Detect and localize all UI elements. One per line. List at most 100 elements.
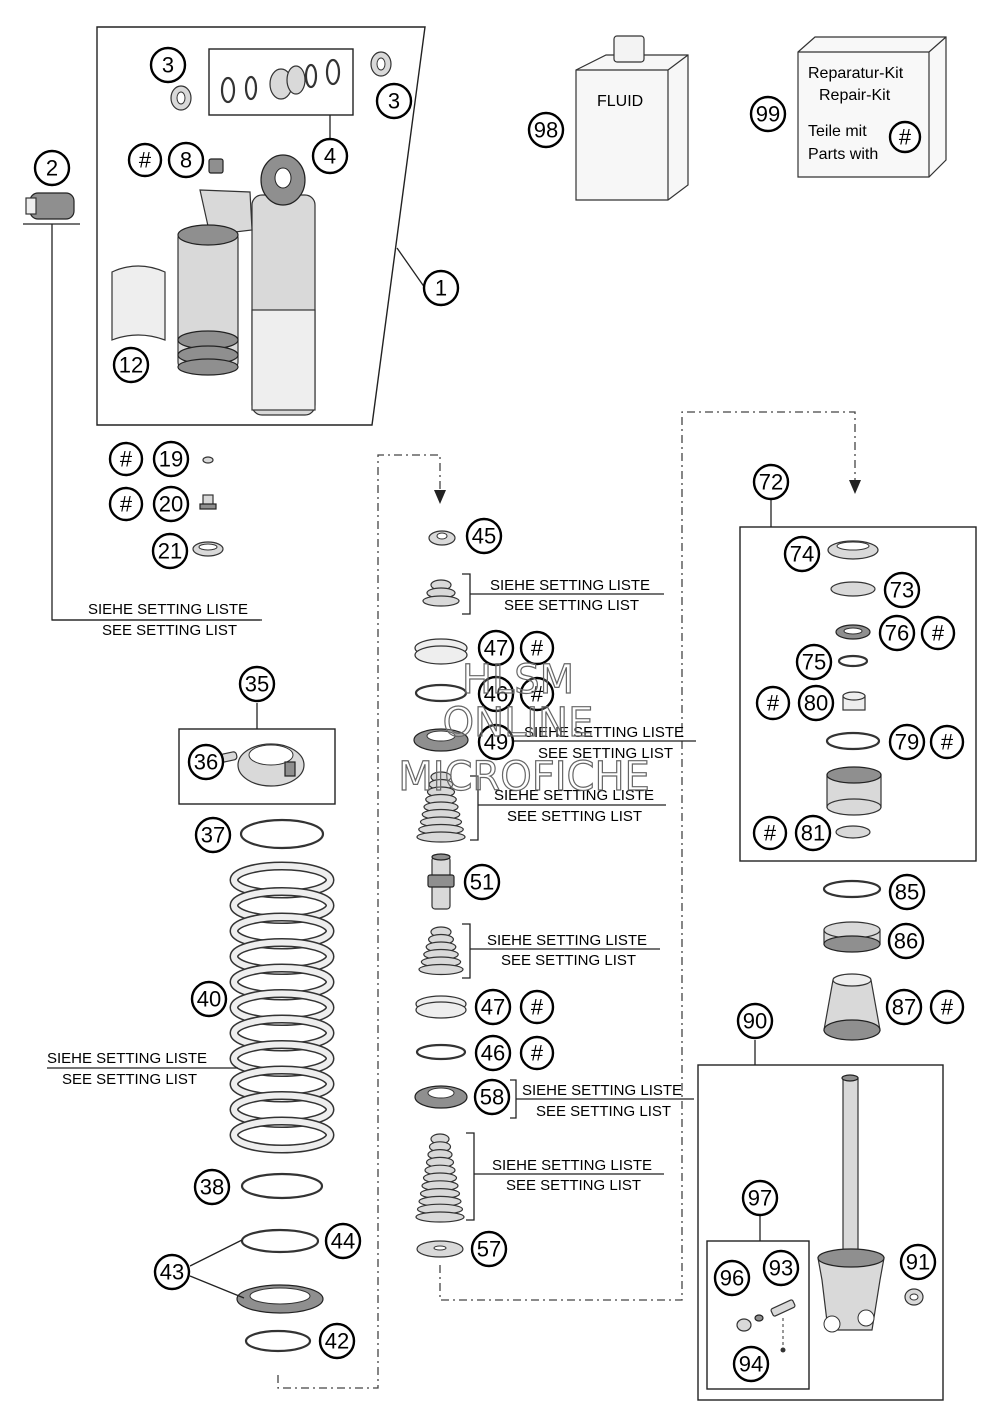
piston-rod-90 [817, 1074, 885, 1333]
callout-81: 81# [752, 814, 832, 852]
hash-circle [108, 486, 144, 522]
ring-44 [240, 1228, 320, 1254]
callout-number: 93 [769, 1256, 793, 1281]
callout-number: 90 [743, 1009, 767, 1034]
compression-adjuster-2 [25, 192, 75, 220]
shim-stack-upper [422, 579, 460, 607]
hash-symbol: # [932, 621, 945, 646]
callout-circle [324, 1222, 362, 1260]
callout-circle [527, 111, 565, 149]
note-en: SEE SETTING LIST [506, 1177, 641, 1194]
shim [418, 963, 464, 976]
callout-8: 8# [127, 141, 205, 179]
bushing-3b [370, 51, 392, 77]
setting-note-center-5: SIEHE SETTING LISTE SEE SETTING LIST [510, 1079, 694, 1120]
hash-symbol: # [941, 730, 954, 755]
bushing-91 [904, 1288, 924, 1306]
piston-ring-47a [414, 638, 468, 665]
callout-circle [33, 149, 71, 187]
callout-number: 57 [477, 1237, 501, 1262]
callout-circle [152, 485, 190, 523]
hash-circle [519, 630, 555, 666]
callout-45: 45 [465, 517, 503, 555]
hash-circle [519, 1035, 555, 1071]
note-en: SEE SETTING LIST [536, 1103, 671, 1120]
callout-85: 85 [888, 873, 926, 911]
callout-number: 19 [159, 447, 183, 472]
hash-circle [108, 441, 144, 477]
bump-stop-87 [823, 973, 881, 1041]
callout-layer: 123348#1219#20#2135363738404243444546#46… [33, 46, 965, 1383]
note-de: SIEHE SETTING LISTE [490, 577, 650, 594]
callout-circle [885, 988, 923, 1026]
callout-number: 47 [481, 995, 505, 1020]
callout-number: 75 [802, 650, 826, 675]
callout-circle [795, 643, 833, 681]
setting-note-center-6: SIEHE SETTING LISTE SEE SETTING LIST [466, 1132, 664, 1221]
note-de: SIEHE SETTING LISTE [524, 724, 684, 741]
callout-3: 3 [375, 82, 413, 120]
callout-91: 91 [899, 1243, 937, 1281]
note-de: SIEHE SETTING LISTE [88, 601, 248, 618]
callout-circle [752, 463, 790, 501]
callout-circle [477, 675, 515, 713]
callout-circle [190, 980, 228, 1018]
callout-46: 46# [477, 675, 555, 713]
spring-seat-43 [236, 1284, 324, 1314]
hash-circle [755, 685, 791, 721]
callout-circle [888, 723, 926, 761]
spring-coil-highlight [231, 1118, 333, 1152]
callout-75: 75 [795, 643, 833, 681]
hash-symbol: # [531, 1041, 544, 1066]
washer-57 [416, 1240, 464, 1258]
callout-number: 37 [201, 823, 225, 848]
hash-symbol: # [139, 148, 152, 173]
washer-38 [240, 1172, 324, 1200]
callout-number: 86 [894, 929, 918, 954]
callout-circle [375, 82, 413, 120]
callout-number: 80 [804, 691, 828, 716]
note-en: SEE SETTING LIST [538, 745, 673, 762]
shim-stack-bottom [415, 1133, 465, 1223]
callout-circle [899, 1243, 937, 1281]
hash-circle [752, 815, 788, 851]
part-19 [202, 456, 214, 464]
seal-76 [835, 624, 871, 640]
callout-40: 40 [190, 980, 228, 1018]
setting-note-center-3: SIEHE SETTING LISTE SEE SETTING LIST [470, 775, 666, 841]
callout-number: 38 [200, 1175, 224, 1200]
hash-circle [519, 676, 555, 712]
note-de: SIEHE SETTING LISTE [492, 1157, 652, 1174]
ball-94 [780, 1347, 786, 1353]
shock-assembly-frame [96, 26, 426, 426]
shim-stack-middle [416, 771, 466, 843]
note-de: SIEHE SETTING LISTE [494, 787, 654, 804]
circlip-42 [244, 1329, 312, 1353]
setting-note-center-4: SIEHE SETTING LISTE SEE SETTING LIST [462, 923, 660, 979]
seal-kit-4 [220, 58, 341, 104]
callout-43: 43 [153, 1253, 191, 1291]
bushing-80 [842, 691, 866, 711]
part-73 [830, 581, 876, 597]
hash-symbol: # [120, 447, 133, 472]
callout-number: 35 [245, 672, 269, 697]
callout-37: 37 [194, 816, 232, 854]
callout-number: 3 [162, 53, 174, 78]
callout-19: 19 # [108, 440, 190, 478]
repair-kit-99: Reparatur-Kit Repair-Kit Teile mit Parts… [797, 36, 947, 178]
callout-number: 8 [180, 148, 192, 173]
piston-rod-end-51 [427, 853, 455, 910]
repair-kit-hash-circle [888, 120, 922, 154]
callout-circle [713, 1259, 751, 1297]
callout-36: 36 [187, 743, 225, 781]
arrow-right [849, 480, 861, 494]
callout-number: 98 [534, 118, 558, 143]
setting-note-center-1: SIEHE SETTING LISTE SEE SETTING LIST [462, 573, 664, 615]
callout-circle [149, 46, 187, 84]
callout-51: 51 [463, 863, 501, 901]
hash-circle [929, 724, 965, 760]
callout-number: 73 [890, 578, 914, 603]
callout-circle [741, 1179, 779, 1217]
washer-37 [239, 818, 325, 850]
